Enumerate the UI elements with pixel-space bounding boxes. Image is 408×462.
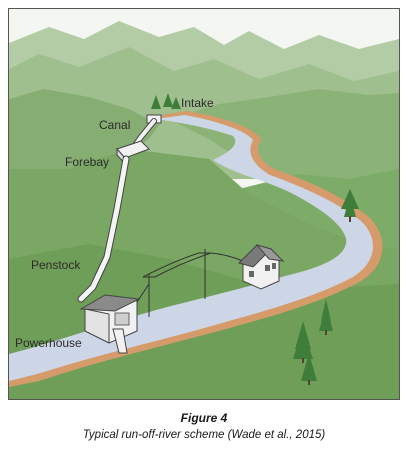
house [238, 244, 285, 290]
label-canal: Canal [99, 118, 130, 132]
river-bank [9, 111, 383, 387]
trees [151, 93, 359, 381]
tree-trunks [302, 216, 351, 385]
label-powerhouse: Powerhouse [15, 336, 82, 350]
figure-number: Figure 4 [180, 411, 228, 425]
powerhouse-building [79, 294, 141, 354]
left-hill [9, 89, 159, 184]
penstock-pipe-inner [78, 156, 129, 302]
right-hill-upper [169, 89, 399, 199]
run-of-river-diagram: Intake Canal Forebay Penstock Powerhouse [9, 9, 399, 399]
figure-caption-text: Typical run-off-river scheme (Wade et al… [82, 429, 326, 441]
label-penstock: Penstock [31, 258, 81, 272]
label-forebay: Forebay [65, 155, 109, 169]
figure-caption: Figure 4 Typical run-off-river scheme (W… [0, 410, 408, 444]
figure-frame: Intake Canal Forebay Penstock Powerhouse [8, 8, 400, 400]
power-lines [136, 249, 248, 317]
label-intake: Intake [181, 96, 214, 110]
river [9, 115, 373, 381]
